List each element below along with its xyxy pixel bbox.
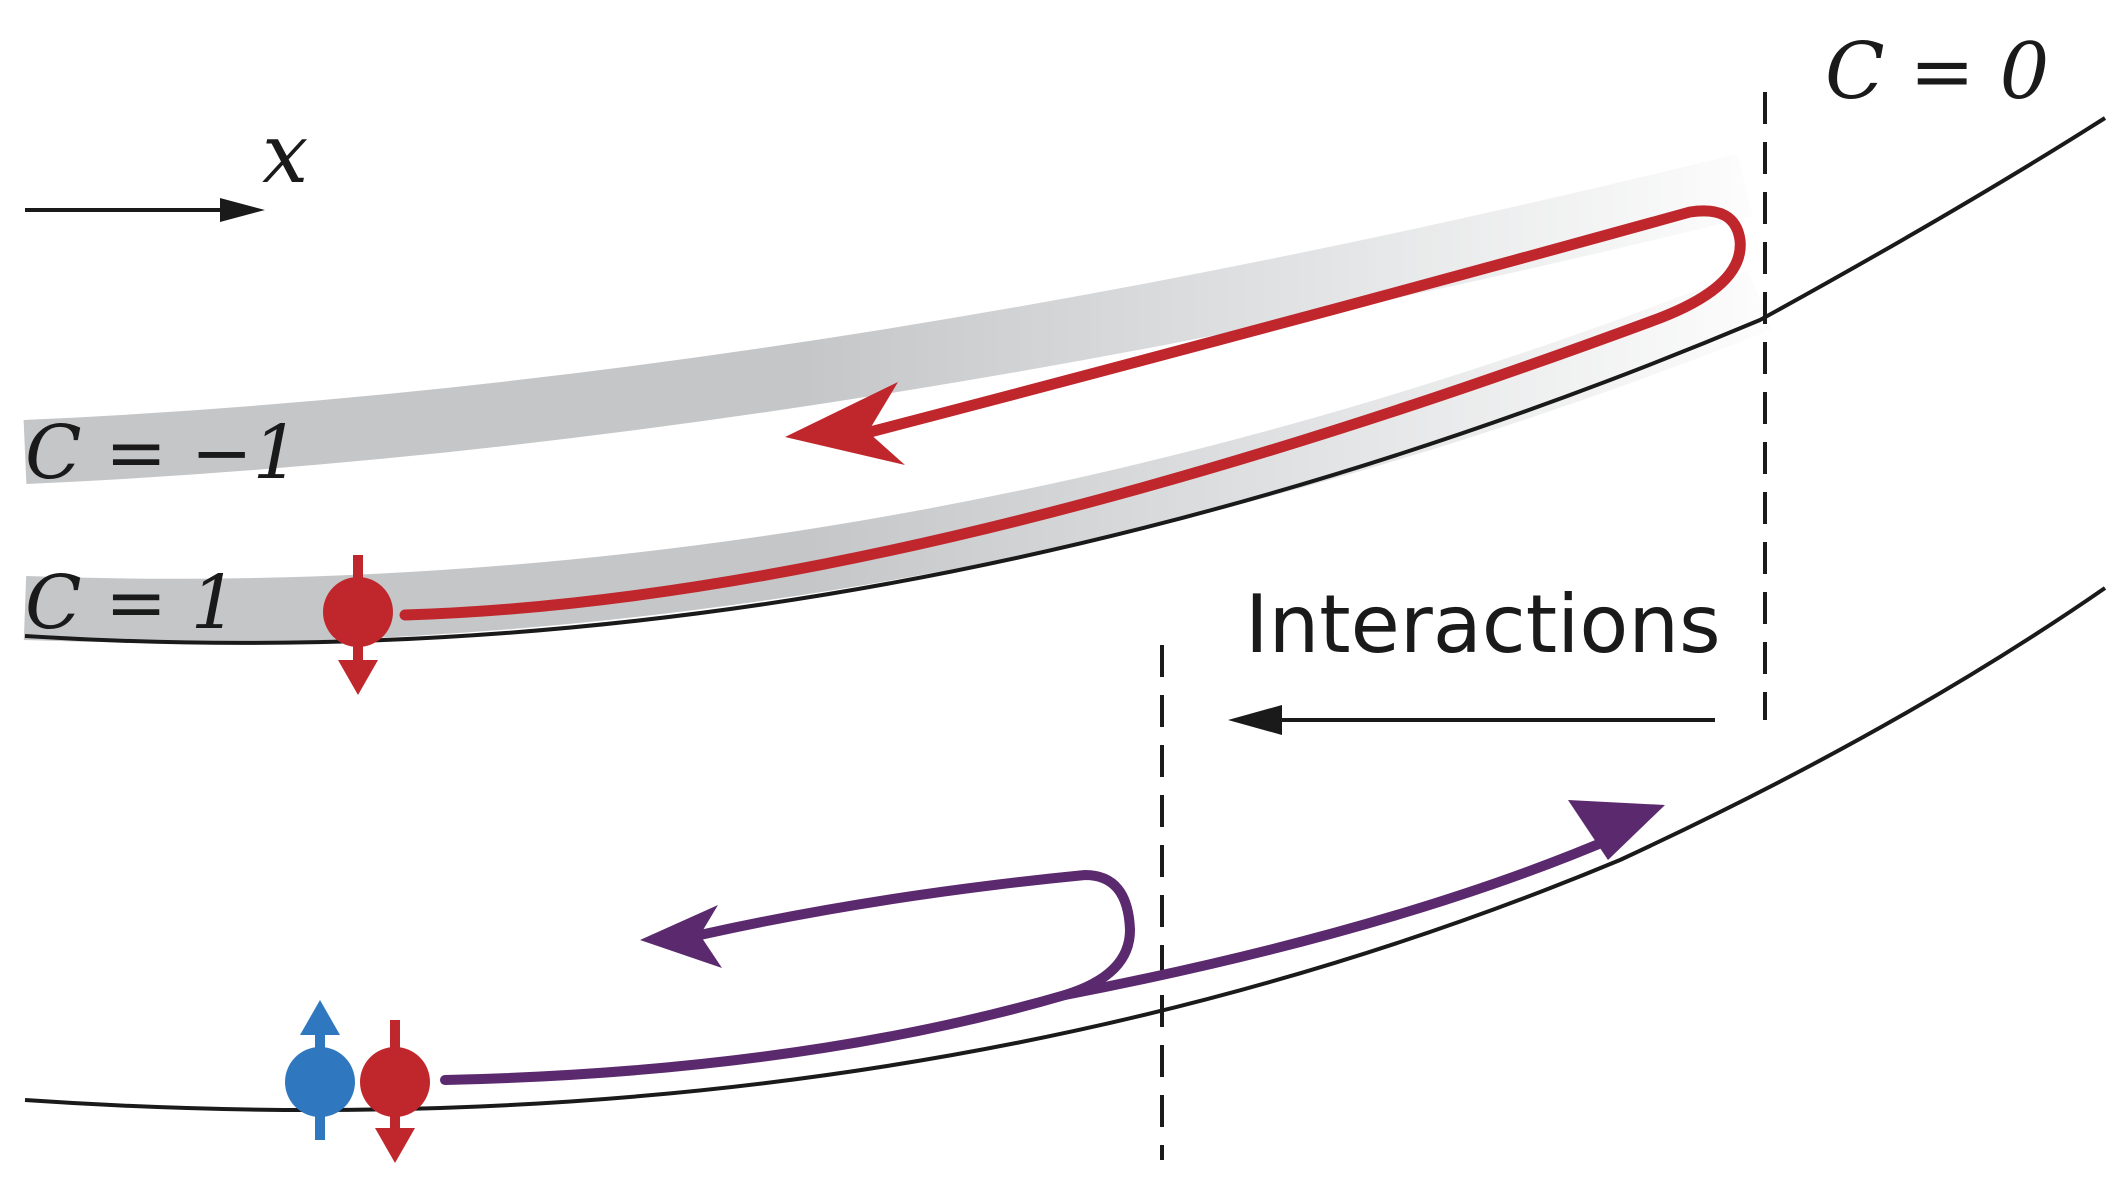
purple-right-arrowhead — [1568, 800, 1665, 860]
c-one-label: C = 1 — [25, 560, 238, 646]
purple-continuation-path — [1060, 830, 1625, 1000]
x-axis-label: x — [262, 107, 308, 202]
red-edge-arrowhead — [785, 382, 905, 465]
lower-boundary-curve — [24, 586, 2107, 1112]
upper-boundary-curve — [24, 116, 2107, 645]
band-c-minus-one — [23, 153, 1753, 484]
red-edge-path — [399, 205, 1746, 621]
c-zero-label: C = 0 — [1825, 27, 2049, 117]
purple-path — [440, 869, 1136, 1085]
interactions-arrow — [1228, 705, 1715, 735]
x-axis-arrow — [25, 198, 265, 222]
spin-down-particle-upper — [323, 555, 393, 695]
c-minus-one-label: C = −1 — [25, 410, 300, 496]
spin-up-particle — [285, 1000, 355, 1140]
purple-left-arrowhead — [640, 905, 722, 968]
spin-down-particle-lower — [360, 1020, 430, 1163]
interactions-label: Interactions — [1245, 578, 1721, 671]
